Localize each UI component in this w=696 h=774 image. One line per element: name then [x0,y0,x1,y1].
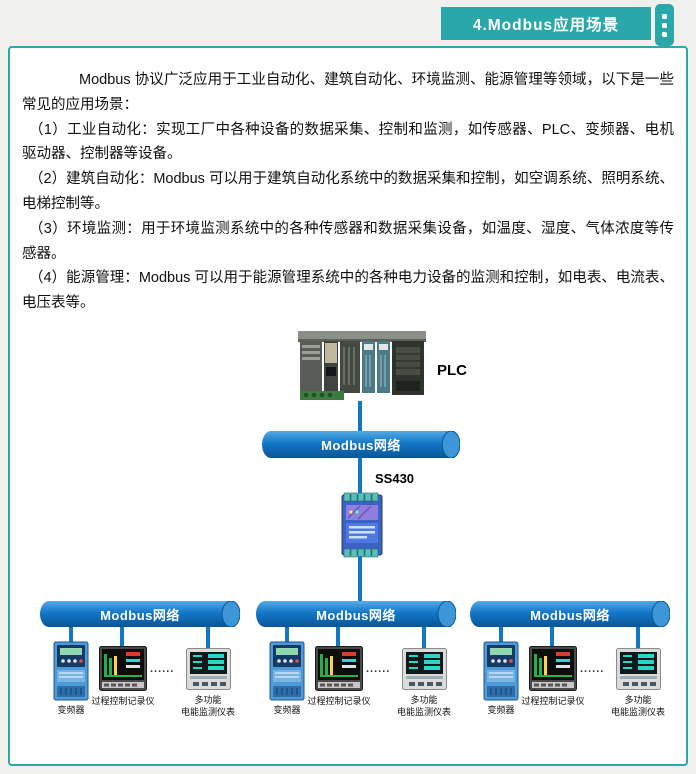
vfd-device-image [53,641,89,701]
device-group-middle: ...... 变频器 过程控制记录仪 多功能 电能监测仪表 [256,627,456,745]
intro-paragraph: Modbus 协议广泛应用于工业自动化、建筑自动化、环境监测、能源管理等领域，以… [22,72,674,113]
meter-device-image [402,648,447,690]
connector-line [499,627,503,642]
modbus-network-bus-left: Modbus网络 [40,601,240,627]
connector-line [336,627,340,647]
plc-device-image [298,331,426,401]
gateway-label: SS430 [375,471,415,486]
recorder-label: 过程控制记录仪 [307,696,371,706]
connector-line [422,627,426,649]
modbus-network-label: Modbus网络 [530,607,610,623]
device-group-left: ...... 变频器 过程控制记录仪 多功能 电能监测仪表 [40,627,240,745]
plc-label: PLC [437,362,467,379]
meter-device-image [616,648,661,690]
body-text: Modbus 协议广泛应用于工业自动化、建筑自动化、环境监测、能源管理等领域，以… [22,68,674,316]
ellipsis-dots: ...... [150,663,175,675]
modbus-network-label: Modbus网络 [316,607,396,623]
dot [662,31,667,37]
connector-line [285,627,289,642]
meter-label-line2: 电能监测仪表 [180,707,235,717]
modbus-network-bus-right: Modbus网络 [470,601,670,627]
modbus-network-label: Modbus网络 [321,438,401,453]
dot [662,22,667,28]
vfd-device-image [269,641,305,701]
vertical-dots-icon[interactable] [655,4,674,46]
recorder-device-image [315,646,363,691]
connector-line [550,627,554,647]
meter-label-line1: 多功能 [194,695,222,705]
connector-line [120,627,124,647]
meter-label: 多功能 电能监测仪表 [173,694,243,718]
recorder-device-image [529,646,577,691]
section-tab-label: 4.Modbus应用场景 [472,16,620,34]
item-3-paragraph: （3）环境监测：用于环境监测系统中的各种传感器和数据采集设备，如温度、湿度、气体… [22,220,674,262]
dot [662,13,667,19]
modbus-network-bus-middle: Modbus网络 [256,601,456,627]
recorder-label: 过程控制记录仪 [91,696,155,706]
device-group-right: ...... 变频器 过程控制记录仪 多功能 电能监测仪表 [470,627,670,745]
section-tab[interactable]: 4.Modbus应用场景 [441,7,651,40]
modbus-network-label: Modbus网络 [100,607,180,623]
connector-line [636,627,640,649]
vfd-label: 变频器 [487,705,515,715]
item-1-paragraph: （1）工业自动化：实现工厂中各种设备的数据采集、控制和监测，如传感器、PLC、变… [22,121,674,163]
connector-line [69,627,73,642]
gateway-device-image [341,492,383,558]
meter-label-line2: 电能监测仪表 [610,707,665,717]
vfd-label: 变频器 [273,705,301,715]
connector-line [358,458,362,493]
recorder-device-image [99,646,147,691]
meter-label-line2: 电能监测仪表 [396,707,451,717]
meter-device-image [186,648,231,690]
modbus-network-bus-top: Modbus网络 [262,431,460,458]
connector-line [358,401,362,431]
connector-line [206,627,210,649]
vfd-device-image [483,641,519,701]
meter-label: 多功能 电能监测仪表 [389,694,459,718]
item-2-paragraph: （2）建筑自动化：Modbus 可以用于建筑自动化系统中的数据采集和控制，如空调… [22,171,674,212]
meter-label: 多功能 电能监测仪表 [603,694,673,718]
ellipsis-dots: ...... [580,663,605,675]
connector-line [358,556,362,601]
vfd-label: 变频器 [57,705,85,715]
ellipsis-dots: ...... [366,663,391,675]
recorder-label: 过程控制记录仪 [521,696,585,706]
meter-label-line1: 多功能 [624,695,652,705]
item-4-paragraph: （4）能源管理：Modbus 可以用于能源管理系统中的各种电力设备的监测和控制，… [22,270,674,312]
meter-label-line1: 多功能 [410,695,438,705]
